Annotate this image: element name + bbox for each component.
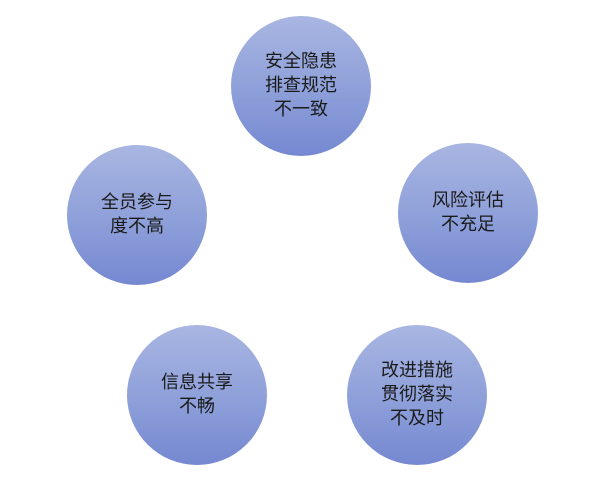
node-text-line: 排查规范	[265, 75, 337, 96]
node-text-line: 全员参与	[101, 192, 173, 213]
node-text-line: 安全隐患	[265, 51, 337, 72]
node-text-line: 不一致	[274, 99, 328, 120]
node-text-line: 信息共享	[161, 372, 233, 393]
node-text-line: 改进措施	[381, 360, 453, 381]
node-text-line: 度不高	[110, 216, 164, 237]
node-text-line: 不充足	[441, 214, 495, 235]
node-text-line: 不畅	[179, 396, 215, 417]
circle-node-staff-participation: 全员参与 度不高	[67, 145, 207, 285]
circle-node-risk-assessment: 风险评估 不充足	[398, 143, 538, 283]
circle-node-information-sharing: 信息共享 不畅	[127, 325, 267, 465]
circle-node-improvement-measures: 改进措施 贯彻落实 不及时	[347, 325, 487, 465]
circle-node-hazard-inspection: 安全隐患 排查规范 不一致	[231, 16, 371, 156]
node-text-line: 风险评估	[432, 190, 504, 211]
node-text-line: 不及时	[390, 408, 444, 429]
node-text-line: 贯彻落实	[381, 384, 453, 405]
